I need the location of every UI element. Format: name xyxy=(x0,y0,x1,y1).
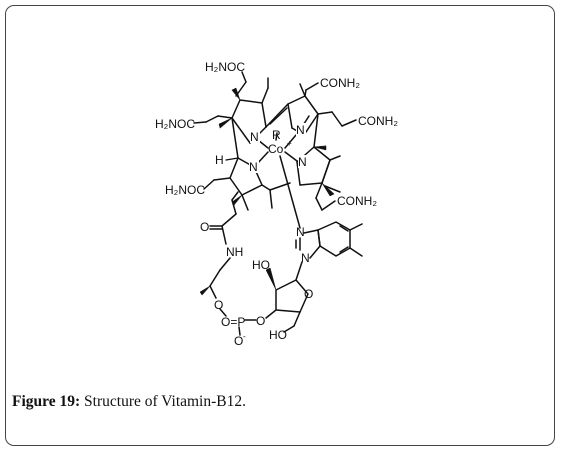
phosphate-o-ester-2: O xyxy=(256,314,265,328)
caption-text: Structure of Vitamin-B12. xyxy=(84,393,246,410)
nitrogen-d: N xyxy=(249,160,258,174)
ribose-ring-oxygen: O xyxy=(304,287,313,301)
phosphate-o-ester-1: O xyxy=(214,298,223,312)
h2noc-left-label: H₂NOC xyxy=(155,117,195,131)
hydrogen-d: H xyxy=(215,153,224,167)
conh2-bottom-label: CONH₂ xyxy=(337,194,377,208)
figure-caption: Figure 19: Structure of Vitamin-B12. xyxy=(12,393,246,411)
h2noc-top-label: H₂NOC xyxy=(205,60,245,74)
caption-label: Figure 19: xyxy=(12,393,81,410)
phosphate-charge: - xyxy=(243,332,246,341)
amide-nh: NH xyxy=(226,245,243,259)
figure-frame xyxy=(5,5,555,446)
cobalt-center: Co + R xyxy=(256,128,301,229)
nitrogen-c: N xyxy=(298,155,307,169)
ribose-ch2oh: HO xyxy=(269,328,287,342)
phosphate-p-label: O=P xyxy=(221,315,245,329)
benzimidazole: N N xyxy=(295,221,363,265)
phosphate-o-minus: O xyxy=(234,334,243,348)
amide-oxygen: O xyxy=(200,220,209,234)
conh2-top-label: CONH₂ xyxy=(320,76,360,90)
side-chains: H₂NOC H₂NOC H₂NOC CONH₂ CONH₂ CONH₂ xyxy=(155,60,398,227)
cobalt-label: Co xyxy=(268,142,284,156)
nucleotide-loop: O NH O O=P O - O O HO HO xyxy=(199,220,313,348)
benzimidazole-n1: N xyxy=(296,225,305,239)
conh2-right-label: CONH₂ xyxy=(358,114,398,128)
nitrogen-a: N xyxy=(250,130,259,144)
benzimidazole-n2: N xyxy=(301,251,310,265)
nitrogen-b: N xyxy=(296,123,305,137)
ribose-hydroxyl: HO xyxy=(252,258,270,272)
h2noc-bottom-label: H₂NOC xyxy=(165,183,205,197)
ring-nitrogens: N N N N H xyxy=(215,123,308,174)
